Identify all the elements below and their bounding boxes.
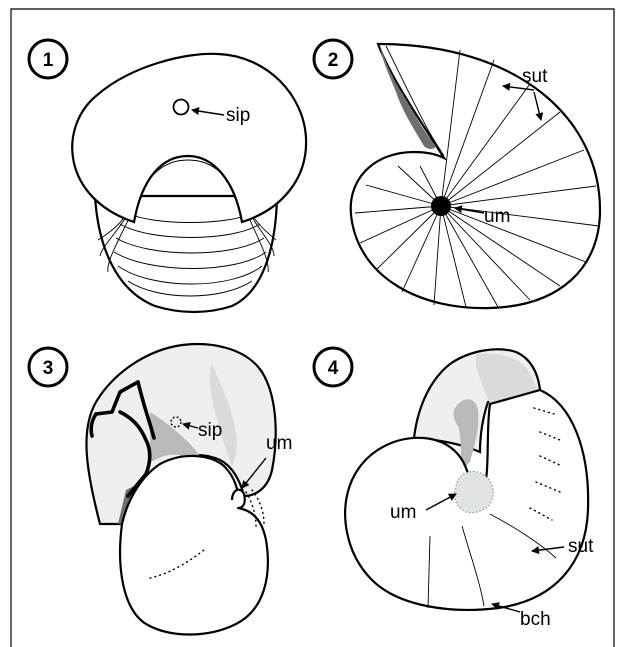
panel-2-shell-outline — [351, 44, 600, 308]
panel-4-number: 4 — [328, 358, 339, 379]
panel-1: sip 1 — [29, 40, 306, 312]
panel-4: um sut bch 4 — [314, 348, 594, 630]
panel-3-number: 3 — [43, 358, 54, 379]
panel-4-um-label: um — [390, 502, 416, 523]
panel-2-number: 2 — [328, 50, 339, 71]
panel-1-siphuncle — [174, 100, 189, 115]
panel-3-um-label: um — [266, 433, 292, 454]
panel-2-sut-label: sut — [522, 66, 548, 87]
panel-4-sut-label: sut — [568, 536, 594, 557]
panel-1-sip-label: sip — [226, 105, 250, 126]
panel-3: sip um 3 — [29, 344, 292, 634]
panel-1-number: 1 — [43, 50, 54, 71]
panel-3-sip-label: sip — [198, 420, 222, 441]
panel-2: um sut 2 — [314, 40, 600, 308]
panel-2-umbilicus — [431, 196, 451, 216]
panel-2-um-label: um — [484, 206, 510, 227]
panel-4-bch-label: bch — [520, 609, 551, 630]
